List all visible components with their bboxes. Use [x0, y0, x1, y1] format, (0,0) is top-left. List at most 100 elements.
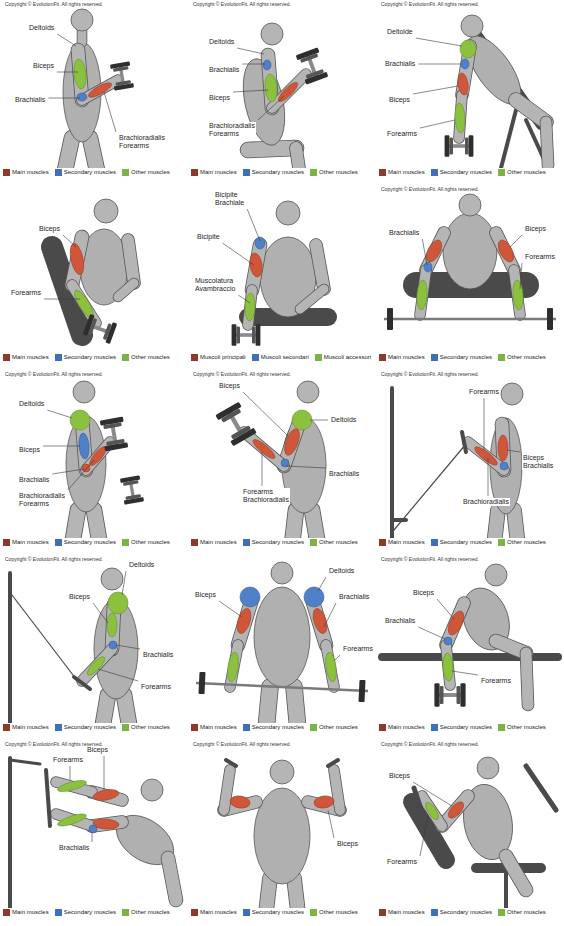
body-limb-outline — [64, 138, 72, 168]
body-limb-outline — [118, 283, 134, 297]
muscle-label: Muscolatura Avambraccio — [194, 277, 236, 293]
muscle-highlight — [444, 637, 452, 645]
legend-item: Other muscles — [310, 539, 358, 546]
equipment-part — [394, 444, 466, 530]
muscle-highlight — [473, 444, 500, 468]
leader-line — [104, 756, 105, 790]
legend-swatch — [191, 539, 198, 546]
legend-item: Other muscles — [498, 169, 546, 176]
muscle-label: Brachialis — [14, 96, 46, 104]
exercise-figure — [232, 201, 328, 346]
muscle-label: Biceps Brachialis — [522, 454, 554, 470]
leader-line — [262, 452, 263, 486]
dumbbell — [215, 402, 256, 447]
legend-swatch — [122, 354, 129, 361]
muscle-highlight — [324, 651, 338, 682]
body-limb-outline — [248, 148, 296, 150]
plate — [547, 308, 553, 330]
legend-text: Main muscles — [12, 354, 49, 361]
legend-swatch — [379, 724, 386, 731]
body-limb — [78, 30, 87, 42]
head — [501, 383, 523, 405]
legend-item: Main muscles — [191, 539, 237, 546]
muscle-highlight — [87, 80, 114, 100]
legend-text: Secondary muscles — [252, 169, 304, 176]
body-limb — [300, 289, 324, 309]
leader-line — [310, 420, 328, 421]
legend-swatch — [379, 169, 386, 176]
legend-swatch — [431, 909, 438, 916]
legend-swatch — [55, 909, 62, 916]
muscle-label: Brachialis — [384, 60, 416, 68]
torso — [66, 416, 106, 512]
legend-text: Main muscles — [12, 909, 49, 916]
dumbbell — [83, 314, 117, 344]
barbell-bar — [384, 318, 556, 321]
muscle-label: Biceps — [68, 593, 91, 601]
equipment-part — [526, 766, 556, 810]
leader-line — [437, 599, 454, 619]
legend-swatch — [431, 724, 438, 731]
muscle-label: Brachioradialis Forearms — [118, 134, 166, 150]
body-limb — [316, 245, 324, 289]
muscle-label: Bicipite Brachiale — [214, 191, 245, 207]
body-limb-outline — [506, 856, 526, 890]
equipment-part — [46, 770, 50, 826]
body-limb — [294, 878, 298, 908]
body-limb-outline — [294, 878, 298, 908]
muscle-label: Forearms — [524, 253, 556, 261]
legend-item: Other muscles — [122, 724, 170, 731]
legend-item: Other muscles — [498, 909, 546, 916]
muscle-highlight — [85, 654, 107, 677]
body-limb-outline — [224, 770, 230, 810]
leader-line — [318, 577, 326, 591]
barbell-plate — [547, 308, 553, 330]
legend-text: Other muscles — [319, 169, 358, 176]
body-limb-outline — [514, 510, 518, 538]
body-limb — [506, 856, 526, 890]
muscle-label: Brachialis — [384, 617, 416, 625]
exercise-figure — [66, 381, 144, 538]
leader-line — [44, 299, 80, 300]
legend-text: Secondary muscles — [440, 539, 492, 546]
legend-swatch — [498, 909, 505, 916]
body-limb — [334, 770, 340, 810]
body-limb — [118, 283, 134, 297]
body-limb — [312, 510, 318, 538]
leader-line — [57, 72, 78, 73]
muscle-label: Forearms Brachioradialis — [242, 488, 290, 504]
leader-line — [416, 38, 462, 46]
legend-swatch — [55, 539, 62, 546]
legend-swatch — [310, 724, 317, 731]
muscle-highlight — [89, 825, 97, 833]
dumbbell — [100, 417, 128, 452]
legend-text: Secondary muscles — [440, 354, 492, 361]
equipment-part — [74, 677, 90, 689]
muscle-highlight — [304, 587, 324, 607]
muscle-label: Biceps — [38, 225, 61, 233]
body-limb-outline — [316, 245, 324, 289]
head — [461, 15, 483, 37]
plate — [358, 680, 365, 702]
legend-swatch — [315, 354, 322, 361]
dumbbell-plate — [106, 439, 125, 446]
muscle-highlight — [70, 410, 90, 430]
muscle-label: Brachialis — [328, 470, 360, 478]
body-limb — [526, 653, 528, 705]
equipment-part — [328, 760, 338, 766]
legend-text: Main muscles — [12, 539, 49, 546]
dumbbell-plate — [445, 135, 450, 157]
muscle-highlight — [107, 613, 117, 637]
body-limb — [266, 687, 270, 723]
equipment-part — [504, 868, 508, 908]
dumbbell — [434, 683, 465, 706]
dumbbell-plate — [232, 324, 237, 346]
legend: Main musclesSecondary musclesOther muscl… — [3, 724, 170, 731]
leader-line — [47, 410, 72, 418]
legend-item: Other muscles — [498, 354, 546, 361]
legend-swatch — [498, 354, 505, 361]
leader-line — [68, 460, 94, 490]
legend-swatch — [379, 354, 386, 361]
legend-text: Muscoli principali — [200, 354, 246, 361]
muscle-highlight — [416, 280, 428, 311]
